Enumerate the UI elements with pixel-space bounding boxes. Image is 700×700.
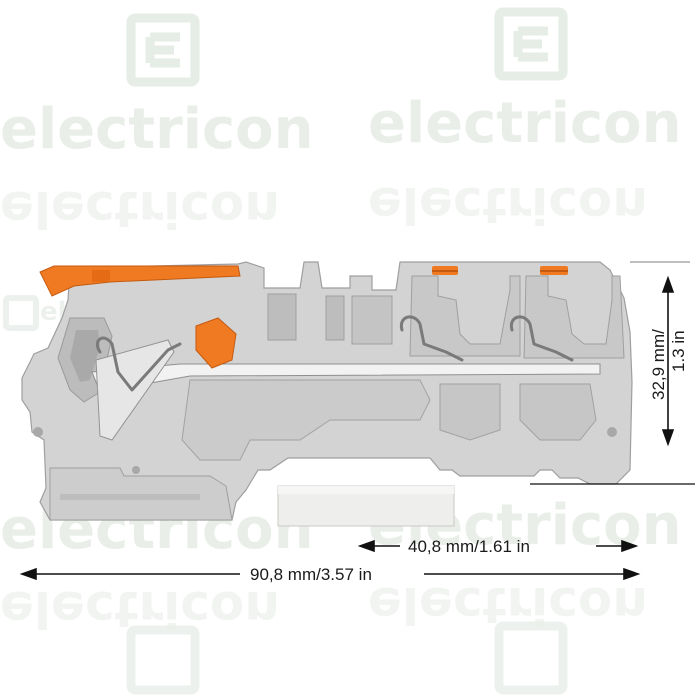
watermark-logo bbox=[494, 621, 568, 695]
watermark-logo bbox=[494, 7, 568, 81]
wire-entry-middle bbox=[409, 275, 521, 357]
spring-right bbox=[509, 315, 574, 362]
watermark-logo bbox=[126, 13, 200, 87]
housing-lower-rib bbox=[181, 379, 431, 461]
test-hole bbox=[607, 427, 617, 437]
top-slot-1 bbox=[267, 293, 297, 341]
spring-middle bbox=[399, 315, 464, 362]
dimension-total-width bbox=[19, 567, 641, 581]
height-label-line2: 1.3 in bbox=[669, 330, 688, 372]
clamp-springs bbox=[95, 315, 574, 392]
watermark-text-mirrored: electricon bbox=[368, 176, 648, 234]
dimension-partial-width bbox=[357, 539, 639, 553]
housing-foot-slot bbox=[60, 494, 200, 500]
partial-width-label: 40,8 mm/1.61 in bbox=[408, 537, 530, 556]
watermark-logo bbox=[126, 625, 200, 695]
height-label-line1: 32,9 mm/ bbox=[649, 329, 668, 400]
terminal-housing bbox=[21, 261, 633, 521]
watermark-text-mirrored: electricon bbox=[368, 576, 648, 634]
housing-lower-rib bbox=[439, 383, 501, 441]
wire-entry-right bbox=[523, 275, 625, 359]
total-width-label: 90,8 mm/3.57 in bbox=[250, 565, 372, 584]
watermark-text-mirrored: electricon bbox=[0, 180, 280, 238]
test-hole bbox=[33, 427, 43, 437]
din-rail bbox=[277, 485, 455, 527]
test-hole bbox=[132, 466, 140, 474]
wire-entry-left-inner bbox=[70, 330, 100, 382]
watermark-logo bbox=[3, 295, 39, 331]
watermark-text-mirrored: electricon bbox=[0, 580, 280, 638]
operating-lever bbox=[39, 265, 241, 369]
housing-right-recess bbox=[519, 383, 597, 441]
top-slot-3 bbox=[351, 295, 393, 345]
spring-left bbox=[95, 336, 182, 392]
watermark-text: electricon bbox=[0, 97, 313, 162]
dimension-height bbox=[530, 261, 695, 485]
top-slot-2 bbox=[325, 295, 345, 341]
watermark-text: electricon bbox=[368, 91, 681, 156]
